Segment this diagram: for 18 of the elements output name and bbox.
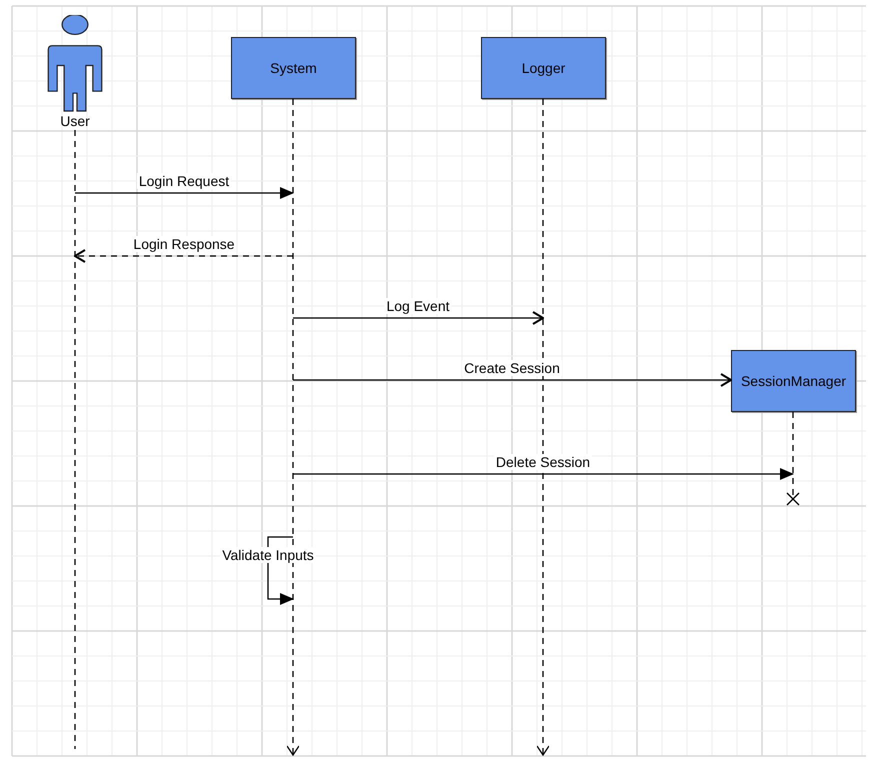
edge-label: Validate Inputs — [220, 547, 316, 563]
message-arrow — [293, 311, 544, 325]
participant-label: System — [270, 58, 317, 78]
lifeline — [786, 412, 800, 506]
participant-box — [731, 350, 856, 412]
participant-label: SessionManager — [740, 372, 846, 391]
edge-label: Create Session — [462, 360, 562, 376]
actor-label: User — [60, 113, 90, 129]
edge-label: Log Event — [384, 298, 452, 314]
participant-label: Logger — [522, 58, 566, 78]
edge-label: Delete Session — [494, 454, 592, 470]
participant-box — [481, 37, 606, 99]
message-arrow — [293, 373, 732, 387]
message-arrow — [293, 468, 794, 480]
edge-label: Login Request — [136, 173, 232, 189]
message-arrow — [74, 249, 293, 263]
participant-box — [231, 37, 356, 99]
message-arrow — [75, 187, 294, 199]
